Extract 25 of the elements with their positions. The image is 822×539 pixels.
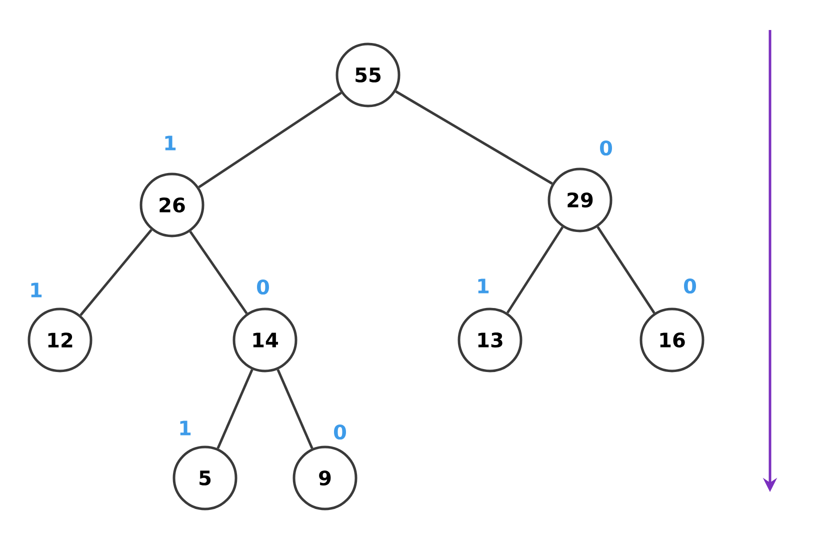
edge-weight-label: 1 xyxy=(31,282,42,298)
tree-node: 16 xyxy=(640,308,704,372)
edge-weight-label: 1 xyxy=(165,136,176,150)
edge-weight-label: 1 xyxy=(180,420,191,436)
tree-node: 9 xyxy=(292,446,358,510)
edge-weight-label: 0 xyxy=(600,140,612,156)
tree-edge xyxy=(596,226,656,314)
tree-node: 26 xyxy=(140,172,204,238)
tree-node: 14 xyxy=(232,308,298,372)
tree-node: 5 xyxy=(172,446,238,510)
edge-weight-label: 0 xyxy=(257,279,269,295)
tree-node: 55 xyxy=(336,42,400,108)
edge-weight-label: 0 xyxy=(334,424,346,440)
tree-node: 29 xyxy=(548,168,612,232)
tree-node: 13 xyxy=(458,308,522,372)
tree-edge xyxy=(216,369,254,449)
tree-edge xyxy=(198,92,342,188)
tree-edge xyxy=(506,226,564,314)
edge-weight-label: 1 xyxy=(478,278,489,294)
tree-edge xyxy=(395,90,553,185)
tree-node: 12 xyxy=(28,308,92,372)
tree-edge xyxy=(80,229,152,316)
tree-edge xyxy=(189,230,248,314)
edge-weight-label: 0 xyxy=(684,278,696,294)
tree-edge xyxy=(276,369,314,449)
